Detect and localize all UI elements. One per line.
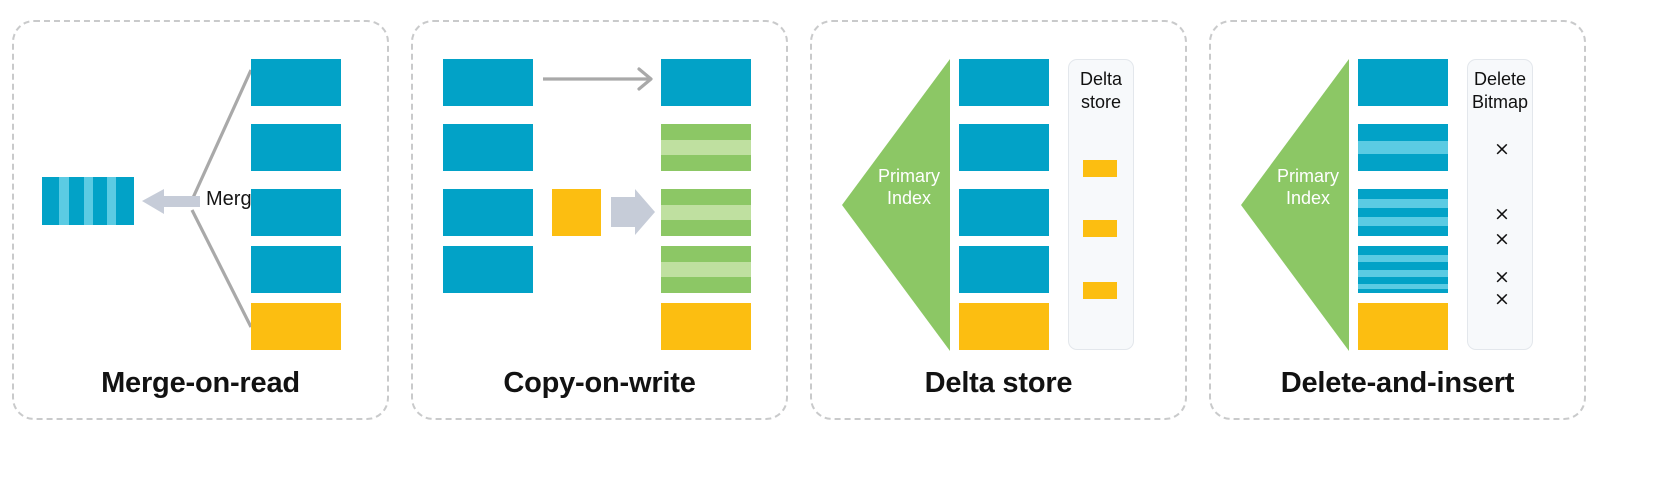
delta-chip (1083, 282, 1117, 299)
row-band-deleted (1358, 217, 1448, 226)
data-block (959, 246, 1049, 293)
merge-arrow-icon (142, 189, 200, 214)
row-band (1358, 189, 1448, 199)
green-band-dark (661, 246, 751, 262)
primary-index-triangle (842, 59, 950, 351)
stripe-light (84, 177, 93, 225)
panel-merge-on-read: Merge Merge-on-read (12, 20, 389, 420)
data-block (959, 124, 1049, 171)
green-band-light (661, 140, 751, 155)
copy-on-write-arrows (543, 67, 655, 235)
delete-bitmap-box: Delete Bitmap × × × × × (1467, 59, 1533, 350)
copy-arrow-icon (543, 67, 653, 91)
result-block-delta (661, 303, 751, 350)
base-block (443, 59, 533, 106)
data-block-deleted-rows (1358, 124, 1448, 171)
panel-delta-store: Primary Index Delta store Delta store (810, 20, 1187, 420)
green-band-dark (661, 277, 751, 293)
source-block (251, 189, 341, 236)
panel-delete-and-insert: Primary Index (1209, 20, 1586, 420)
row-band (1358, 124, 1448, 141)
result-block-rewritten (661, 189, 751, 236)
green-band-dark (661, 124, 751, 140)
data-block-deleted-rows (1358, 189, 1448, 236)
primary-index-label: Primary Index (878, 166, 940, 208)
green-band-light (661, 205, 751, 220)
base-block (443, 189, 533, 236)
panel-title-copy-on-write: Copy-on-write (503, 367, 696, 399)
delete-mark: × (1494, 203, 1510, 225)
stripe-dark (42, 177, 59, 225)
row-band-deleted (1358, 270, 1448, 277)
stripe-dark (93, 177, 107, 225)
data-block-deleted-rows (1358, 246, 1448, 293)
panel-title-delete-and-insert: Delete-and-insert (1280, 367, 1515, 399)
delete-mark: × (1494, 288, 1510, 310)
delta-store-stage: Primary Index Delta store (812, 22, 1185, 352)
data-block (959, 189, 1049, 236)
merge-arrows (142, 69, 253, 328)
row-band-deleted (1358, 255, 1448, 262)
copy-on-write-stage (413, 22, 786, 352)
panel-title-merge-on-read: Merge-on-read (101, 367, 300, 399)
triangle-icon (1241, 59, 1349, 351)
row-band (1358, 277, 1448, 284)
panel-copy-on-write: Copy-on-write (411, 20, 788, 420)
green-band-dark (661, 189, 751, 205)
base-block (443, 246, 533, 293)
data-block (959, 59, 1049, 106)
source-block-delta (251, 303, 341, 350)
merged-result-block (42, 177, 134, 225)
delta-chip (1083, 160, 1117, 177)
stripe-light (107, 177, 116, 225)
delete-mark: × (1494, 228, 1510, 250)
primary-index-label: Primary Index (1277, 166, 1339, 208)
stripe-light (59, 177, 69, 225)
row-band (1358, 262, 1448, 270)
update-block (552, 189, 601, 236)
row-band-deleted (1358, 199, 1448, 208)
source-block (251, 246, 341, 293)
row-band (1358, 154, 1448, 171)
green-band-light (661, 262, 751, 277)
green-band-dark (661, 220, 751, 236)
apply-arrow-icon (611, 189, 655, 235)
delete-and-insert-stage: Primary Index (1211, 22, 1584, 352)
source-block (251, 124, 341, 171)
row-band (1358, 289, 1448, 293)
merge-label: Merge (206, 188, 263, 210)
data-block-insert (1358, 303, 1448, 350)
result-block (661, 59, 751, 106)
stripe-dark (69, 177, 84, 225)
stripe-dark (116, 177, 134, 225)
row-band (1358, 226, 1448, 236)
triangle-icon (842, 59, 950, 351)
delta-store-box-title: Delta store (1079, 69, 1123, 112)
delta-store-box: Delta store (1068, 59, 1134, 350)
delete-bitmap-box-title: Delete Bitmap (1471, 69, 1529, 112)
row-band (1358, 208, 1448, 217)
row-band-deleted (1358, 141, 1448, 154)
row-band (1358, 246, 1448, 255)
data-block (1358, 59, 1448, 106)
result-block-rewritten (661, 246, 751, 293)
result-block-rewritten (661, 124, 751, 171)
panel-title-delta-store: Delta store (924, 367, 1073, 399)
data-block-delta (959, 303, 1049, 350)
base-block (443, 124, 533, 171)
green-band-dark (661, 155, 751, 171)
source-block (251, 59, 341, 106)
row-band-deleted (1358, 284, 1448, 289)
primary-index-triangle (1241, 59, 1349, 351)
delete-mark: × (1494, 266, 1510, 288)
delete-mark: × (1494, 138, 1510, 160)
delta-chip (1083, 220, 1117, 237)
merge-on-read-stage: Merge (14, 22, 387, 352)
